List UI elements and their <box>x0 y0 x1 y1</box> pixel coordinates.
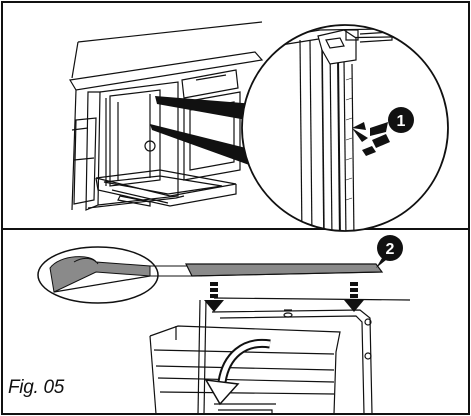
kitchen-cabinet-illustration <box>69 21 264 211</box>
figure-caption: Fig. 05 <box>8 377 64 398</box>
step-marker-1: 1 <box>388 107 414 133</box>
appliance-illustration <box>149 297 411 415</box>
step-marker-2: 2 <box>376 235 403 268</box>
magnified-detail <box>241 24 449 232</box>
press-down-arrow-right <box>344 282 364 312</box>
zoom-connector <box>150 96 258 166</box>
step-2-number: 2 <box>386 241 395 258</box>
sealing-strip <box>185 263 384 277</box>
top-panel: 1 <box>69 21 449 232</box>
step-1-number: 1 <box>397 113 406 130</box>
press-down-arrow-left <box>204 282 224 312</box>
bottom-panel: 2 <box>37 235 411 415</box>
fold-rotation-arrow <box>204 338 271 406</box>
strip-detail-zoom <box>37 246 202 304</box>
insert-direction-arrow <box>352 122 390 156</box>
